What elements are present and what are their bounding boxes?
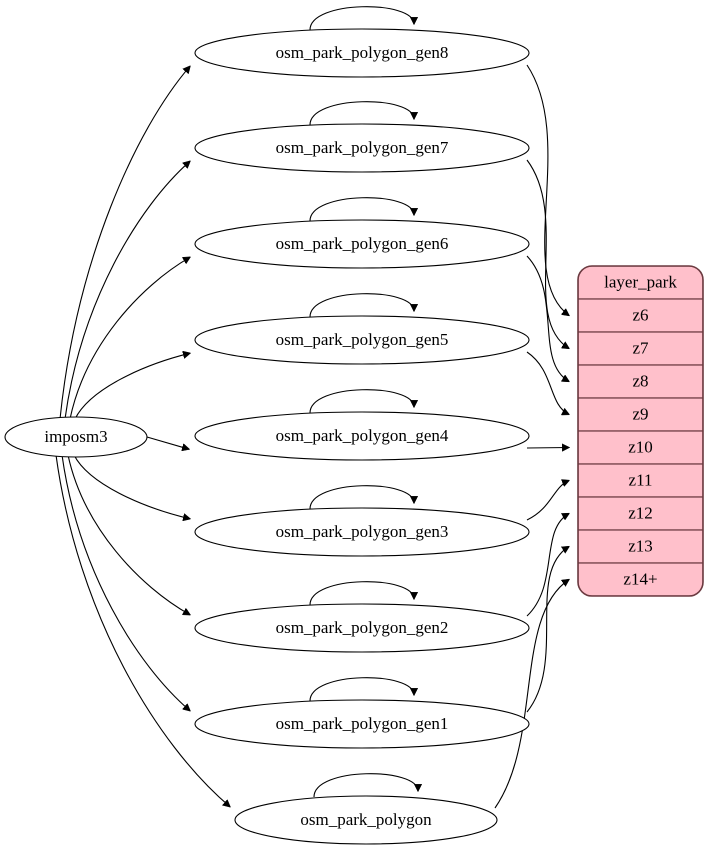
edges-from-source xyxy=(55,66,230,807)
edges-to-table xyxy=(494,64,569,809)
edge-imposm3-to-osm_park_polygon_gen6 xyxy=(69,257,190,420)
table-row-label: z10 xyxy=(628,437,653,456)
node-shape xyxy=(194,123,530,173)
node-label: osm_park_polygon_gen7 xyxy=(276,138,449,157)
node-osm_park_polygon_gen6[interactable]: osm_park_polygon_gen6 xyxy=(194,219,530,269)
edge-imposm3-to-osm_park_polygon_gen1 xyxy=(61,454,190,711)
self-loop-edge xyxy=(309,581,414,606)
self-loop-edge xyxy=(309,389,414,414)
node-osm_park_polygon_gen3[interactable]: osm_park_polygon_gen3 xyxy=(194,507,530,557)
edge-imposm3-to-osm_park_polygon_gen8 xyxy=(59,66,190,420)
edge-osm_park_polygon_gen2-to-row xyxy=(526,514,569,617)
layer-park-table: layer_park z6 z7 z8 z9 z10 z11 z12 z13 z14+ xyxy=(577,265,704,597)
self-loop-edge xyxy=(309,197,414,222)
node-shape xyxy=(194,507,530,557)
node-shape xyxy=(194,315,530,365)
table-row-z7[interactable] xyxy=(578,331,703,366)
edge-osm_park_polygon_gen4-to-row xyxy=(526,448,569,449)
edge-imposm3-to-osm_park_polygon_gen2 xyxy=(67,454,190,615)
edge-osm_park_polygon_gen1-to-row xyxy=(526,547,569,713)
edge-osm_park_polygon_gen8-to-row xyxy=(526,64,569,316)
table-group[interactable]: layer_park z6 z7 z8 z9 z10 z11 z12 z13 z14+ xyxy=(578,266,703,596)
self-loop-edge xyxy=(309,293,414,318)
edge-osm_park_polygon_gen6-to-row xyxy=(526,255,569,382)
edge-osm_park_polygon_gen3-to-row xyxy=(526,481,569,521)
node-osm_park_polygon_gen4[interactable]: osm_park_polygon_gen4 xyxy=(194,411,530,461)
table-row-z12[interactable] xyxy=(578,496,703,531)
node-shape xyxy=(194,411,530,461)
edge-imposm3-to-osm_park_polygon_gen3 xyxy=(73,454,190,519)
table-row-label: z12 xyxy=(628,503,653,522)
source-node-label: imposm3 xyxy=(44,427,107,446)
table-row-label: z14+ xyxy=(623,569,657,588)
node-ellipses: imposm3 osm_park_polygon_gen8 osm_park_pol… xyxy=(4,28,530,845)
table-row-z9[interactable] xyxy=(578,397,703,432)
self-loop-edge xyxy=(309,101,414,126)
node-shape xyxy=(194,603,530,653)
table-row-label: z8 xyxy=(632,371,648,390)
node-label: osm_park_polygon_gen1 xyxy=(276,714,449,733)
node-label: osm_park_polygon_gen4 xyxy=(276,426,449,445)
self-loop-edges xyxy=(309,6,418,798)
node-osm_park_polygon_gen2[interactable]: osm_park_polygon_gen2 xyxy=(194,603,530,653)
node-shape xyxy=(194,699,530,749)
table-row-label: z9 xyxy=(632,404,648,423)
node-label: osm_park_polygon_gen8 xyxy=(276,43,449,62)
node-label: osm_park_polygon_gen6 xyxy=(276,234,449,253)
node-shape xyxy=(194,28,530,78)
table-outline xyxy=(577,265,704,597)
node-osm_park_polygon[interactable]: osm_park_polygon xyxy=(234,795,498,845)
edge-imposm3-to-osm_park_polygon xyxy=(55,454,230,807)
edge-osm_park_polygon_gen5-to-row xyxy=(526,351,569,415)
node-shape xyxy=(234,795,498,845)
node-osm_park_polygon_gen7[interactable]: osm_park_polygon_gen7 xyxy=(194,123,530,173)
edge-osm_park_polygon_gen7-to-row xyxy=(526,159,569,349)
edge-imposm3-to-osm_park_polygon_gen7 xyxy=(64,161,190,420)
edge-osm_park_polygon-to-row xyxy=(494,580,569,809)
self-loop-edge xyxy=(309,6,414,31)
node-label: osm_park_polygon_gen2 xyxy=(276,618,449,637)
self-loop-edge xyxy=(309,677,414,702)
table-row-z10[interactable] xyxy=(578,430,703,465)
table-row-z11[interactable] xyxy=(578,463,703,498)
node-label: osm_park_polygon xyxy=(300,810,432,829)
table-row-label: z11 xyxy=(629,470,653,489)
table-header-label: layer_park xyxy=(604,272,677,291)
node-label: osm_park_polygon_gen3 xyxy=(276,522,449,541)
node-imposm3[interactable]: imposm3 xyxy=(4,416,148,458)
table-row-label: z13 xyxy=(628,536,653,555)
self-loop-edge xyxy=(313,773,418,798)
node-shape xyxy=(194,219,530,269)
self-loop-edge xyxy=(309,485,414,510)
edge-imposm3-to-osm_park_polygon_gen4 xyxy=(146,436,189,449)
table-row-label: z7 xyxy=(632,338,649,357)
source-node-shape xyxy=(4,416,148,458)
table-row-z14+[interactable] xyxy=(578,562,703,596)
table-row-label: z6 xyxy=(632,305,648,324)
edge-imposm3-to-osm_park_polygon_gen5 xyxy=(74,353,190,420)
node-osm_park_polygon_gen5[interactable]: osm_park_polygon_gen5 xyxy=(194,315,530,365)
node-osm_park_polygon_gen8[interactable]: osm_park_polygon_gen8 xyxy=(194,28,530,78)
node-label: osm_park_polygon_gen5 xyxy=(276,330,449,349)
table-row-z13[interactable] xyxy=(578,529,703,564)
node-osm_park_polygon_gen1[interactable]: osm_park_polygon_gen1 xyxy=(194,699,530,749)
